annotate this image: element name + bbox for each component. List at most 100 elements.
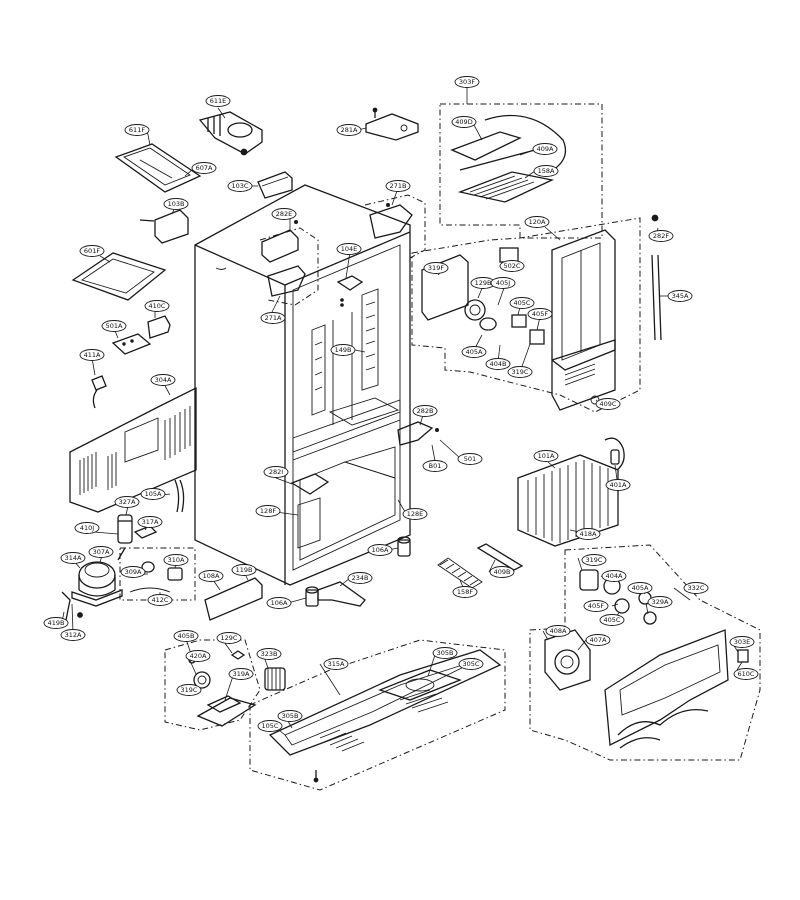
- callout-label: 319C: [181, 686, 198, 694]
- part-callout: 105C: [257, 720, 283, 732]
- part-callout: 305B: [277, 710, 303, 722]
- callout-oval: [605, 479, 631, 491]
- part-callout: 271A: [260, 312, 286, 324]
- callout-oval: [147, 594, 173, 606]
- callout-oval: [599, 614, 625, 626]
- callout-oval: [185, 650, 211, 662]
- callout-label: 149B: [335, 346, 352, 354]
- part-callout: 327A: [114, 496, 140, 508]
- part-callout: 307A: [88, 546, 114, 558]
- callout-label: 303E: [734, 638, 751, 646]
- part-callout: 106A: [266, 597, 292, 609]
- part-callout: 418A: [575, 528, 601, 540]
- callout-label: 315A: [328, 660, 345, 668]
- callout-label: 281A: [341, 126, 358, 134]
- part-callout: 104E: [336, 243, 362, 255]
- callout-label: 408A: [550, 627, 567, 635]
- callout-label: 404A: [606, 572, 623, 580]
- callout-label: B01: [429, 462, 442, 470]
- callout-oval: [524, 216, 550, 228]
- callout-label: 405J: [496, 279, 510, 287]
- part-callout: 317A: [137, 516, 163, 528]
- callout-oval: [79, 245, 105, 257]
- callout-oval: [452, 586, 478, 598]
- dispenser-assembly: [421, 214, 662, 411]
- callout-label: 611F: [129, 126, 145, 134]
- part-callout: 501: [457, 453, 483, 465]
- part-callout: 303E: [729, 636, 755, 648]
- callout-oval: [124, 124, 150, 136]
- part-callout: 329A: [647, 596, 673, 608]
- base-assembly: [268, 649, 502, 783]
- part-callout: 501A: [101, 320, 127, 332]
- part-callout: 405C: [509, 297, 535, 309]
- part-callout: 411A: [79, 349, 105, 361]
- callout-oval: [74, 522, 100, 534]
- part-callout: 158F: [452, 586, 478, 598]
- callout-label: 610C: [738, 670, 755, 678]
- callout-oval: [367, 544, 393, 556]
- callout-label: 418A: [580, 530, 597, 538]
- callout-label: 327A: [119, 498, 136, 506]
- callout-oval: [216, 632, 242, 644]
- callout-oval: [336, 243, 362, 255]
- callout-label: 309A: [125, 568, 142, 576]
- callout-oval: [256, 648, 282, 660]
- callout-oval: [545, 625, 571, 637]
- part-callout: 405A: [461, 346, 487, 358]
- part-callout: 405C: [599, 614, 625, 626]
- part-callout: 410C: [144, 300, 170, 312]
- callout-label: 305C: [463, 660, 480, 668]
- part-callout: 404B: [485, 358, 511, 370]
- callout-oval: [490, 277, 516, 289]
- part-callout: 332C: [683, 582, 709, 594]
- callout-label: 409B: [494, 568, 511, 576]
- callout-oval: [683, 582, 709, 594]
- part-callout: 420A: [185, 650, 211, 662]
- callout-oval: [114, 496, 140, 508]
- callout-oval: [422, 460, 448, 472]
- callout-label: 158A: [538, 167, 555, 175]
- callout-oval: [457, 453, 483, 465]
- part-callout: 412C: [147, 594, 173, 606]
- callout-oval: [667, 290, 693, 302]
- callout-oval: [255, 505, 281, 517]
- part-callout: 601F: [79, 245, 105, 257]
- part-callout: 319C: [581, 554, 607, 566]
- callout-oval: [533, 450, 559, 462]
- hinges: [261, 202, 439, 495]
- part-callout: 282E: [271, 208, 297, 220]
- callout-label: 103B: [168, 200, 185, 208]
- callout-oval: [140, 488, 166, 500]
- callout-label: 409D: [455, 118, 472, 126]
- callout-oval: [144, 300, 170, 312]
- callout-label: 271A: [265, 314, 282, 322]
- callout-label: 128F: [260, 507, 276, 515]
- callout-label: 129C: [221, 634, 238, 642]
- callout-label: 611E: [210, 97, 227, 105]
- part-callout: 409B: [489, 566, 515, 578]
- part-callout: 611F: [124, 124, 150, 136]
- part-callout: 405F: [527, 308, 553, 320]
- callout-oval: [257, 720, 283, 732]
- part-callout: 407A: [585, 634, 611, 646]
- callout-label: 310A: [168, 556, 185, 564]
- callout-oval: [263, 466, 289, 478]
- callout-label: 501A: [106, 322, 123, 330]
- callout-label: 410J: [80, 524, 94, 532]
- evaporator: [517, 437, 625, 547]
- callout-label: 502C: [504, 262, 521, 270]
- callout-oval: [575, 528, 601, 540]
- part-callout: 319C: [507, 366, 533, 378]
- callout-oval: [323, 658, 349, 670]
- callout-oval: [336, 124, 362, 136]
- callout-oval: [347, 572, 373, 584]
- callout-oval: [412, 405, 438, 417]
- callout-label: 129B: [475, 279, 492, 287]
- callout-oval: [485, 358, 511, 370]
- callout-label: 404B: [490, 360, 507, 368]
- callout-label: 345A: [672, 292, 689, 300]
- back-panel: [69, 386, 197, 513]
- callout-label: 105A: [145, 490, 162, 498]
